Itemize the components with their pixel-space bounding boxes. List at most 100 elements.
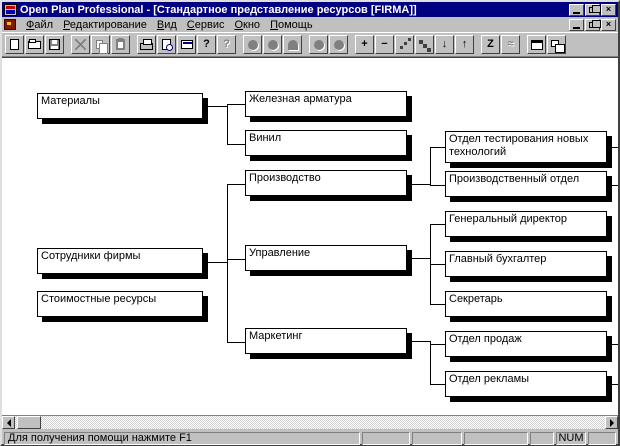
menu-file[interactable]: Файл (26, 18, 54, 31)
resource-button-1[interactable] (243, 35, 262, 54)
child-restore-button[interactable] (585, 18, 601, 31)
node-upravlenie[interactable]: Управление (245, 245, 407, 271)
move-up-button[interactable]: ↑ (455, 35, 474, 54)
connector-line (431, 224, 445, 225)
title-bar: Open Plan Professional - [Стандартное пр… (2, 2, 618, 17)
print-preview-icon (162, 39, 173, 51)
print-setup-icon (180, 40, 193, 49)
connector-continuation-line (612, 384, 618, 385)
remove-button[interactable]: − (375, 35, 394, 54)
window-new-icon (550, 39, 565, 53)
print-button[interactable] (137, 35, 156, 54)
connector-line (431, 147, 445, 148)
link-button[interactable] (395, 35, 414, 54)
connector-line (431, 344, 445, 345)
save-button[interactable] (45, 35, 64, 54)
context-help-button[interactable]: ? (217, 35, 236, 54)
scroll-left-button[interactable] (2, 416, 15, 429)
sort-button[interactable]: Z (481, 35, 500, 54)
window-new-button[interactable] (547, 35, 566, 54)
context-help-icon: ? (223, 38, 230, 50)
menu-window[interactable]: Окно (234, 18, 261, 31)
resource-tree-canvas: Материалы Железная арматура Винил Произв… (2, 57, 618, 415)
arrow-down-icon: ↓ (441, 38, 448, 50)
connector-line (227, 104, 228, 145)
new-button[interactable] (5, 35, 24, 54)
node-stoimostnye-resursy[interactable]: Стоимостные ресурсы (37, 291, 203, 317)
help-button[interactable]: ? (197, 35, 216, 54)
horizontal-scrollbar (2, 415, 618, 429)
node-materialy[interactable]: Материалы (37, 93, 203, 119)
restore-icon (589, 4, 601, 13)
node-sotrudniki-firmy[interactable]: Сотрудники фирмы (37, 248, 203, 274)
steps-button[interactable] (415, 35, 434, 54)
connector-line (204, 262, 228, 263)
arrow-left-icon (3, 418, 11, 427)
status-panel (412, 431, 462, 445)
node-otdel-reklamy[interactable]: Отдел рекламы (445, 371, 607, 397)
wave-button[interactable]: ≈ (501, 35, 520, 54)
child-minimize-button[interactable] (569, 18, 584, 31)
printer-icon (140, 39, 153, 50)
connector-line (431, 384, 445, 385)
window-split-button[interactable] (527, 35, 546, 54)
menu-edit[interactable]: Редактирование (63, 18, 147, 31)
paste-button[interactable] (111, 35, 130, 54)
restore-button[interactable] (585, 3, 601, 16)
connector-line (408, 184, 431, 185)
resource-button-3[interactable] (283, 35, 302, 54)
node-proizvodstvo[interactable]: Производство (245, 170, 407, 196)
menu-tools[interactable]: Сервис (186, 18, 225, 31)
new-file-icon (10, 39, 19, 50)
close-icon: × (605, 4, 612, 14)
node-otdel-testirovaniya[interactable]: Отдел тестирования новых технологий (445, 131, 607, 163)
cut-button[interactable] (71, 35, 90, 54)
scroll-right-button[interactable] (605, 416, 618, 429)
wave-icon: ≈ (507, 38, 514, 50)
status-bar: Для получения помощи нажмите F1 NUM (2, 429, 618, 446)
node-generalnyj-direktor[interactable]: Генеральный директор (445, 211, 607, 237)
add-button[interactable]: + (355, 35, 374, 54)
scrollbar-thumb[interactable] (17, 416, 41, 429)
print-preview-button[interactable] (157, 35, 176, 54)
status-panel (530, 431, 554, 445)
plus-icon: + (361, 38, 368, 50)
resource-circle-icon (267, 39, 278, 50)
open-button[interactable] (25, 35, 44, 54)
resource-circle-icon (333, 39, 344, 50)
resource-button-2[interactable] (263, 35, 282, 54)
copy-button[interactable] (91, 35, 110, 54)
node-proizvodstvennyj-otdel[interactable]: Производственный отдел (445, 171, 607, 197)
app-icon[interactable] (4, 3, 17, 16)
node-marketing[interactable]: Маркетинг (245, 328, 407, 354)
node-zheleznaya-armatura[interactable]: Железная арматура (245, 91, 407, 117)
resource-button-5[interactable] (329, 35, 348, 54)
copy-icon (95, 40, 108, 54)
document-icon[interactable] (4, 19, 16, 30)
resource-button-4[interactable] (309, 35, 328, 54)
node-vinil[interactable]: Винил (245, 130, 407, 156)
connector-line (408, 341, 431, 342)
paste-icon (116, 38, 125, 50)
close-button[interactable]: × (601, 3, 616, 16)
steps-icon (419, 39, 423, 44)
save-floppy-icon (49, 39, 60, 50)
window-split-icon (530, 39, 543, 50)
connector-line (204, 106, 228, 107)
connector-line (227, 184, 228, 343)
node-otdel-prodazh[interactable]: Отдел продаж (445, 331, 607, 357)
scrollbar-track[interactable] (41, 416, 605, 429)
minimize-button[interactable] (569, 3, 584, 16)
node-sekretar[interactable]: Секретарь (445, 291, 607, 317)
connector-line (431, 264, 445, 265)
connector-continuation-line (612, 185, 618, 186)
child-close-button[interactable]: × (601, 18, 616, 31)
status-panel (362, 431, 410, 445)
menu-help[interactable]: Помощь (270, 18, 313, 31)
menu-view[interactable]: Вид (156, 18, 177, 31)
connector-line (228, 144, 245, 145)
node-glavnyj-buhgalter[interactable]: Главный бухгалтер (445, 251, 607, 277)
move-down-button[interactable]: ↓ (435, 35, 454, 54)
print-setup-button[interactable] (177, 35, 196, 54)
